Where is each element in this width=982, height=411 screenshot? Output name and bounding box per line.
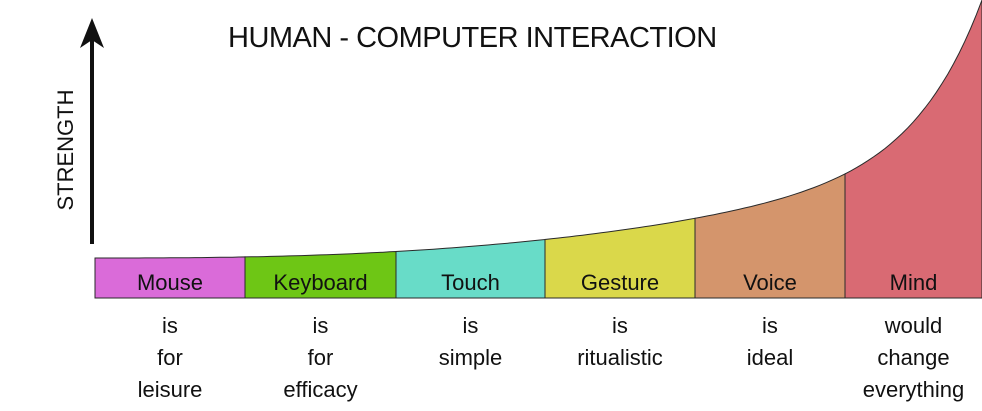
- caption-line: everything: [862, 377, 965, 402]
- caption-keyboard: is for efficacy: [245, 310, 396, 406]
- segment-area-voice: [694, 173, 846, 299]
- caption-line: efficacy: [283, 377, 358, 402]
- segment-label-touch: Touch: [441, 270, 500, 295]
- segment-label-mouse: Mouse: [136, 270, 204, 295]
- caption-line: change: [877, 345, 950, 370]
- caption-line: ritualistic: [577, 345, 663, 370]
- caption-line: for: [307, 345, 334, 370]
- segment-area-mind: [844, 0, 982, 299]
- caption-line: is: [762, 313, 778, 338]
- segment-area-keyboard: [244, 250, 397, 299]
- caption-voice: is ideal: [695, 310, 845, 374]
- segment-area-mouse: [94, 256, 246, 299]
- caption-line: simple: [438, 345, 503, 370]
- caption-mouse: is for leisure: [95, 310, 245, 406]
- segment-label-keyboard: Keyboard: [273, 270, 368, 295]
- caption-line: is: [312, 313, 329, 338]
- caption-mind: would change everything: [845, 310, 982, 406]
- caption-line: would: [884, 313, 943, 338]
- caption-line: is: [462, 313, 479, 338]
- segment-area-touch: [395, 238, 546, 299]
- segment-label-gesture: Gesture: [580, 270, 660, 295]
- segment-label-mind: Mind: [889, 270, 938, 295]
- diagram-title: HUMAN - COMPUTER INTERACTION: [228, 22, 717, 54]
- caption-line: for: [157, 345, 183, 370]
- caption-line: is: [612, 313, 628, 338]
- caption-line: leisure: [137, 377, 203, 402]
- caption-line: is: [162, 313, 178, 338]
- strength-arrowhead: [80, 18, 104, 48]
- caption-touch: is simple: [396, 310, 545, 374]
- caption-line: ideal: [746, 345, 794, 370]
- strength-axis-label: STRENGTH: [53, 89, 78, 211]
- segment-label-voice: Voice: [743, 270, 797, 295]
- segment-area-gesture: [544, 217, 696, 299]
- caption-gesture: is ritualistic: [545, 310, 695, 374]
